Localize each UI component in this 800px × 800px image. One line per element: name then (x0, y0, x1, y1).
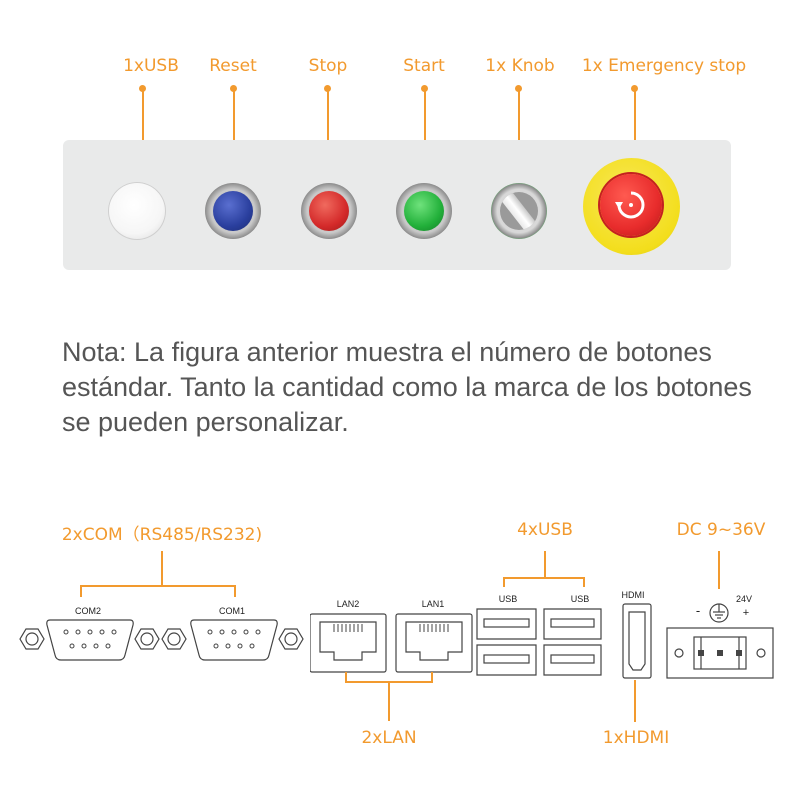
emergency-stop-icon[interactable] (583, 158, 680, 255)
dc-plus-label: + (742, 607, 750, 619)
com-ports-icon (19, 619, 304, 661)
start-button-icon[interactable] (396, 183, 452, 239)
callout-line (161, 551, 163, 587)
callout-line (233, 88, 235, 180)
usb-label-a: USB (498, 594, 518, 604)
callout-line (424, 88, 426, 180)
lan-ports-icon (310, 613, 473, 673)
note-text: Nota: La figura anterior muestra el núme… (62, 337, 752, 437)
dc-terminal-icon (666, 627, 774, 679)
callout-line (142, 88, 144, 180)
usb-port-icon (108, 182, 166, 240)
callout-line (327, 88, 329, 180)
dc-voltage-label: 24V (735, 594, 753, 604)
com1-label: COM1 (218, 606, 246, 616)
usb-label-b: USB (570, 594, 590, 604)
callout-line (718, 551, 720, 589)
lan2-label: LAN2 (336, 599, 360, 609)
callout-bracket (80, 585, 236, 587)
reset-button-icon[interactable] (205, 183, 261, 239)
label-usb-rear: 4xUSB (517, 520, 573, 540)
hdmi-small-label: HDMI (621, 590, 645, 600)
label-lan: 2xLAN (361, 728, 417, 748)
callout-line (634, 88, 636, 160)
callout-line (345, 672, 347, 682)
label-hdmi: 1xHDMI (602, 728, 670, 748)
com2-label: COM2 (74, 606, 102, 616)
callout-line (388, 681, 390, 721)
knob-icon[interactable] (491, 183, 547, 239)
label-stop: Stop (308, 56, 348, 76)
front-panel (63, 140, 731, 270)
callout-line (503, 577, 505, 587)
callout-line (583, 577, 585, 587)
label-emergency-stop: 1x Emergency stop (581, 56, 747, 76)
lan1-label: LAN1 (421, 599, 445, 609)
callout-line (544, 551, 546, 579)
label-usb: 1xUSB (123, 56, 179, 76)
callout-line (518, 88, 520, 180)
callout-line (234, 585, 236, 597)
callout-line (80, 585, 82, 597)
label-start: Start (403, 56, 445, 76)
callout-bracket (503, 577, 585, 579)
stop-button-icon[interactable] (301, 183, 357, 239)
dc-minus-label: - (695, 603, 701, 618)
label-reset: Reset (209, 56, 257, 76)
ground-symbol-icon (709, 603, 729, 623)
usb-ports-icon (476, 608, 602, 676)
callout-line (431, 672, 433, 682)
label-com: 2xCOM（RS485/RS232) (61, 525, 263, 545)
label-knob: 1x Knob (485, 56, 555, 76)
label-dc: DC 9~36V (676, 520, 766, 540)
callout-line (634, 680, 636, 722)
hdmi-port-icon (622, 603, 652, 679)
